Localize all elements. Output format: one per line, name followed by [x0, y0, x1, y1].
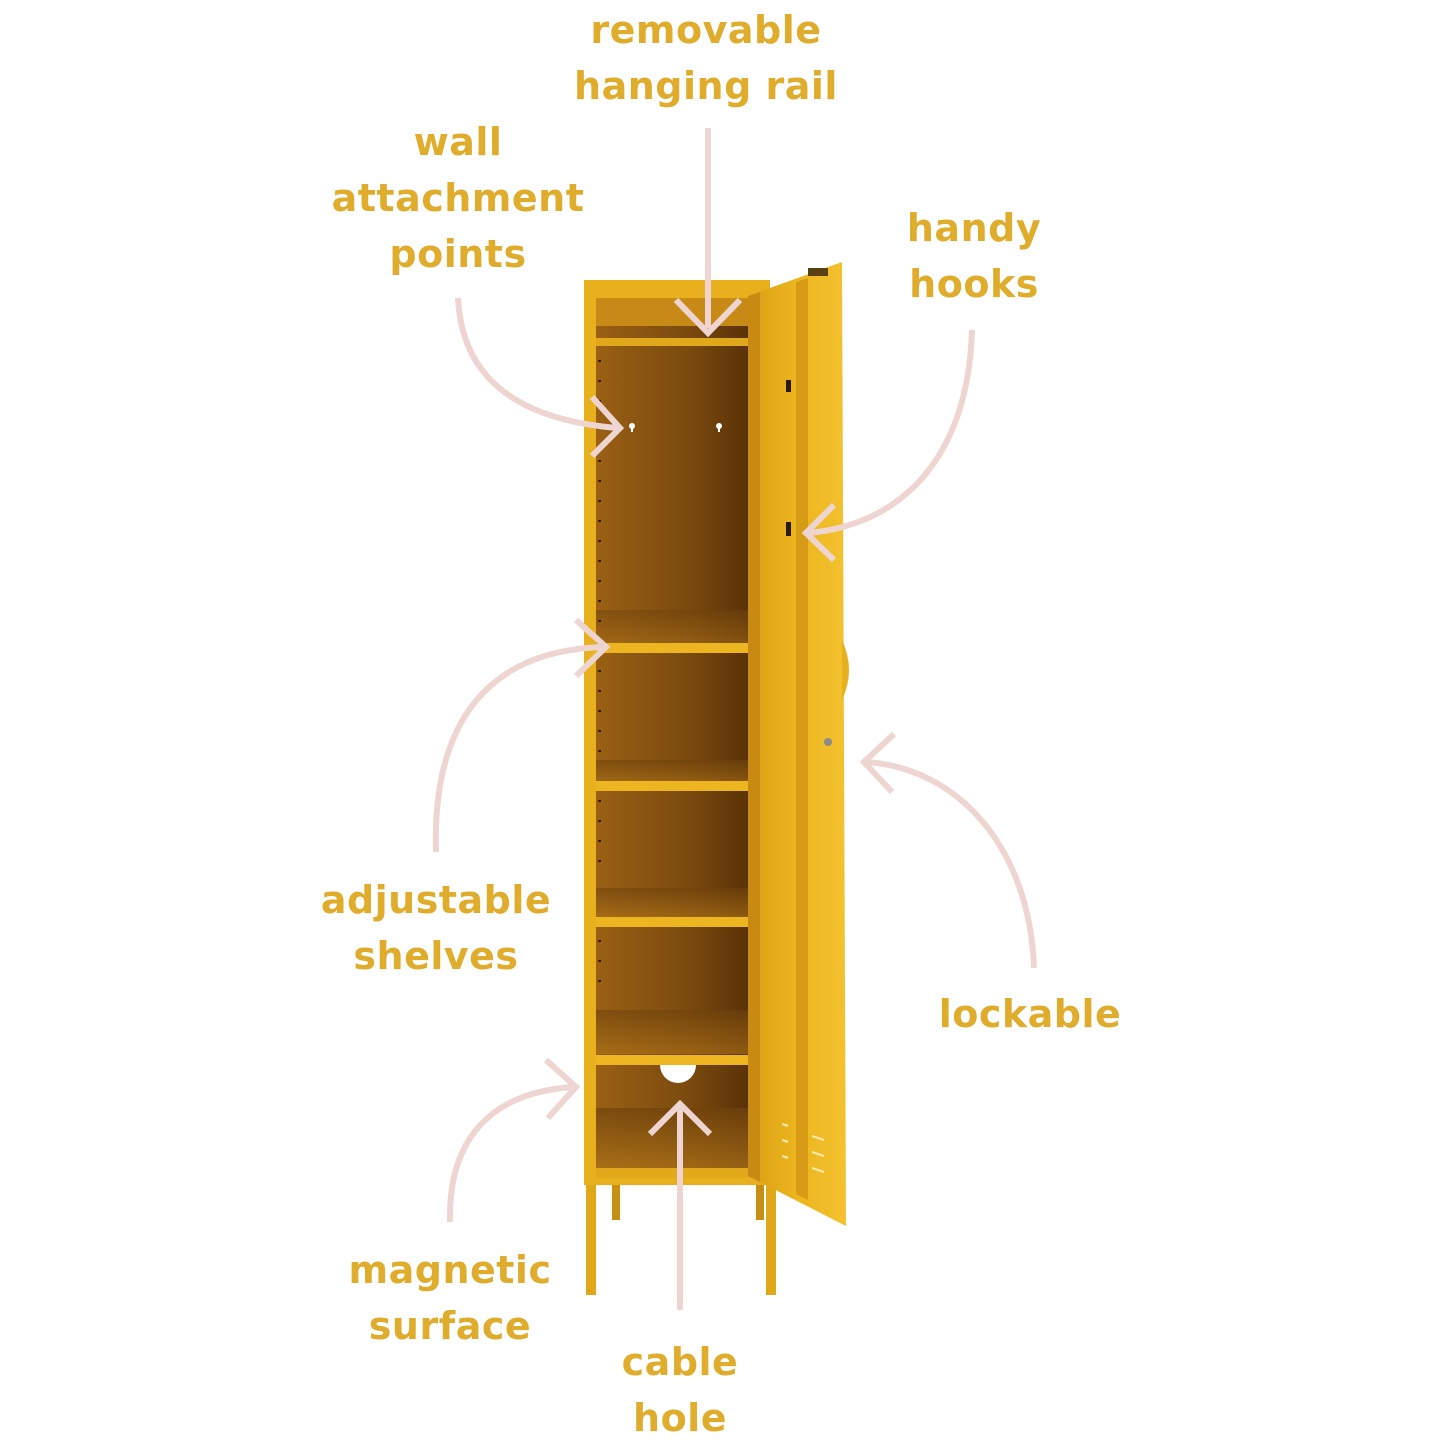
hook-icon — [786, 380, 791, 392]
door-badge — [808, 268, 828, 276]
hook-icon — [786, 522, 791, 536]
label-lockable: lockable — [938, 992, 1122, 1036]
shelf-1 — [596, 643, 750, 653]
lock-icon — [824, 738, 832, 746]
label-hanging-rail: removable hanging rail — [574, 8, 838, 108]
shelf-3 — [596, 917, 750, 927]
arrow-adjustable-shelves — [432, 644, 605, 853]
arrow-lockable — [865, 759, 1037, 969]
locker-body — [584, 280, 770, 1185]
label-cable-hole: cable hole — [621, 1340, 739, 1440]
arrow-magnetic-surface — [446, 1084, 575, 1223]
label-adjustable-shelves: adjustable shelves — [320, 878, 552, 978]
hanging-rail — [596, 338, 750, 346]
callout-arrows — [432, 128, 1037, 1310]
locker-door — [748, 262, 849, 1226]
label-handy-hooks: handy hooks — [906, 206, 1042, 306]
shelf-4 — [596, 1055, 750, 1065]
locker-legs — [586, 1180, 776, 1295]
door-handle — [842, 640, 849, 700]
cable-hole — [660, 1065, 696, 1083]
shelf-2 — [596, 781, 750, 791]
arrow-handy-hooks — [807, 329, 975, 536]
arrow-wall-attachment — [455, 297, 619, 431]
label-magnetic-surface: magnetic surface — [348, 1248, 552, 1348]
label-wall-attachment: wall attachment points — [331, 120, 585, 276]
